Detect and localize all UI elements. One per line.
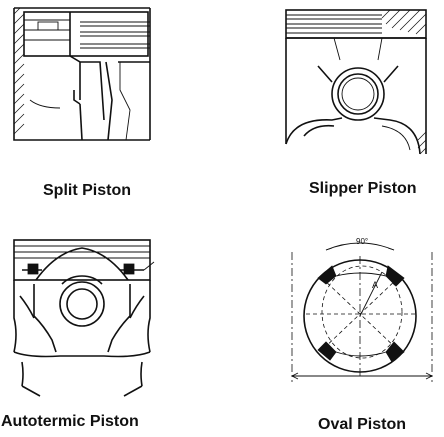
autotermic-piston-caption: Autotermic Piston <box>1 413 139 430</box>
oval-angle-label: 90° <box>356 237 368 246</box>
split-piston-caption: Split Piston <box>43 182 131 199</box>
slipper-piston-caption: Slipper Piston <box>309 180 417 197</box>
oval-radius-label: A <box>372 280 378 290</box>
autotermic-piston-drawing <box>13 239 155 397</box>
oval-piston-drawing: 90° · A <box>291 237 433 382</box>
autotermic-piston-figure: Autotermic Piston <box>0 222 220 437</box>
slipper-piston-figure: Slipper Piston <box>222 0 444 210</box>
split-piston-figure: Split Piston <box>0 0 220 210</box>
oval-piston-caption: Oval Piston <box>318 416 407 433</box>
oval-piston-figure: 90° · A Oval Piston <box>222 222 444 437</box>
slipper-piston-drawing <box>285 9 427 155</box>
split-piston-drawing <box>13 7 151 141</box>
